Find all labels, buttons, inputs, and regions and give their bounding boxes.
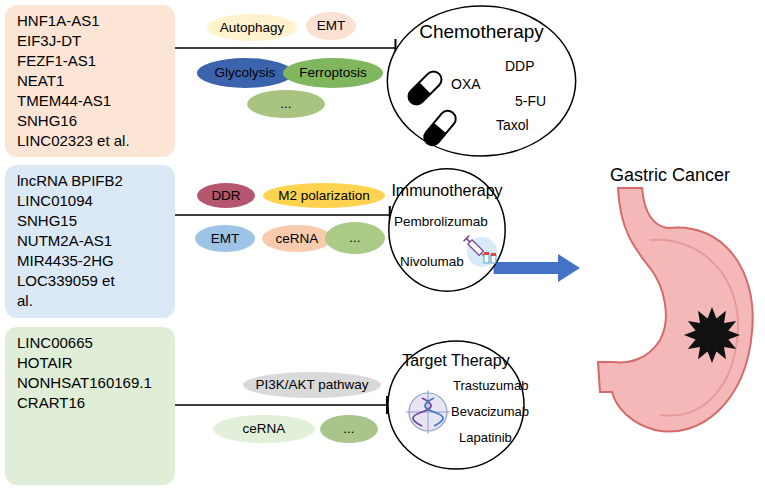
inhibition-line [175, 404, 387, 406]
therapy-title: Chemotherapy [386, 21, 577, 43]
mechanism-label: ... [349, 230, 360, 246]
lncrna-name: SNHG16 [17, 111, 163, 131]
flow-arrow [494, 254, 580, 282]
mechanism-oval: ... [247, 90, 325, 118]
mechanism-label: Autophagy [220, 20, 285, 36]
drug-name: DDP [505, 58, 535, 74]
lncrna-name: HNF1A-AS1 [17, 11, 163, 31]
drug-name: Pembrolizumab [394, 214, 488, 229]
mechanism-oval: Ferroptosis [283, 58, 383, 88]
therapy-title: Target Therapy [387, 352, 525, 370]
mechanism-oval: EMT [195, 225, 255, 252]
lncrna-group-box: lncRNA BPIFB2LINC01094SNHG15NUTM2A-AS1MI… [5, 165, 175, 318]
mechanism-label: ... [343, 421, 354, 437]
mechanism-oval: DDR [197, 183, 255, 208]
inhibition-line [175, 47, 395, 49]
therapy-title: Immunotherapy [388, 182, 506, 200]
mechanism-label: EMT [211, 231, 240, 247]
mechanism-label: PI3K/AKT pathway [255, 377, 368, 393]
stomach-illustration [598, 188, 753, 432]
lncrna-name: NEAT1 [17, 71, 163, 91]
therapy-circle: ImmunotherapyPembrolizumabNivolumab [388, 168, 506, 292]
lncrna-name: lncRNA BPIFB2 [17, 171, 163, 191]
mechanism-oval: ceRNA [262, 225, 332, 252]
mechanism-label: ceRNA [276, 231, 319, 247]
lncrna-group-box: HNF1A-AS1EIF3J-DTFEZF1-AS1NEAT1TMEM44-AS… [5, 5, 175, 157]
mechanism-oval: Glycolysis [197, 58, 293, 88]
lncrna-name: TMEM44-AS1 [17, 91, 163, 111]
lncrna-name: MIR4435-2HG [17, 251, 163, 271]
mechanism-label: Ferroptosis [299, 65, 367, 81]
mechanism-label: Glycolysis [215, 65, 276, 81]
mechanism-oval: Autophagy [207, 14, 297, 41]
lncrna-name: LINC01094 [17, 191, 163, 211]
inhibition-line [175, 396, 387, 414]
mechanism-oval: M2 polarization [263, 183, 385, 208]
lncrna-name: EIF3J-DT [17, 31, 163, 51]
mechanism-label: DDR [211, 188, 240, 204]
mechanism-oval: ceRNA [213, 415, 315, 443]
lncrna-name: NONHSAT160169.1 [17, 373, 163, 393]
drug-name: 5-FU [515, 93, 546, 109]
drug-name: Nivolumab [400, 254, 464, 269]
mechanism-label: ... [280, 96, 291, 112]
mechanism-oval: EMT [306, 12, 356, 40]
lncrna-name: LINC00665 [17, 333, 163, 353]
mechanism-label: EMT [317, 18, 346, 34]
tumor-mass [684, 307, 740, 363]
inhibition-line [175, 39, 395, 57]
mechanism-oval: ... [320, 415, 378, 443]
lncrna-name: LINC02323 et al. [17, 131, 163, 151]
drug-name: Taxol [496, 117, 529, 133]
drug-name: Lapatinib [459, 430, 512, 445]
lncrna-name: HOTAIR [17, 353, 163, 373]
lncrna-name: LOC339059 et al. [17, 271, 117, 311]
figure-heading: Gastric Cancer [580, 165, 760, 186]
mechanism-label: M2 polarization [278, 188, 370, 204]
mechanism-label: ceRNA [243, 421, 286, 437]
lncrna-name: NUTM2A-AS1 [17, 231, 163, 251]
mechanism-oval: ... [325, 222, 385, 254]
therapy-circle: Target TherapyTrastuzumabBevacizumabLapa… [387, 340, 525, 470]
drug-name: Trastuzumab [453, 378, 528, 393]
flow-arrow [494, 254, 580, 282]
drug-name: Bevacizumab [451, 404, 529, 419]
therapy-circle: ChemotherapyOXA DDP 5-FU Taxol [386, 5, 577, 157]
lncrna-name: CRART16 [17, 393, 163, 413]
circle-outline [389, 169, 505, 291]
drug-name: OXA [451, 76, 481, 92]
inhibition-line [175, 214, 390, 216]
lncrna-name: FEZF1-AS1 [17, 51, 163, 71]
stomach-figure: Gastric Cancer [580, 165, 760, 445]
lncrna-name: SNHG15 [17, 211, 163, 231]
mechanism-oval: PI3K/AKT pathway [243, 372, 381, 398]
lncrna-group-box: LINC00665HOTAIRNONHSAT160169.1CRART16 [5, 327, 175, 485]
